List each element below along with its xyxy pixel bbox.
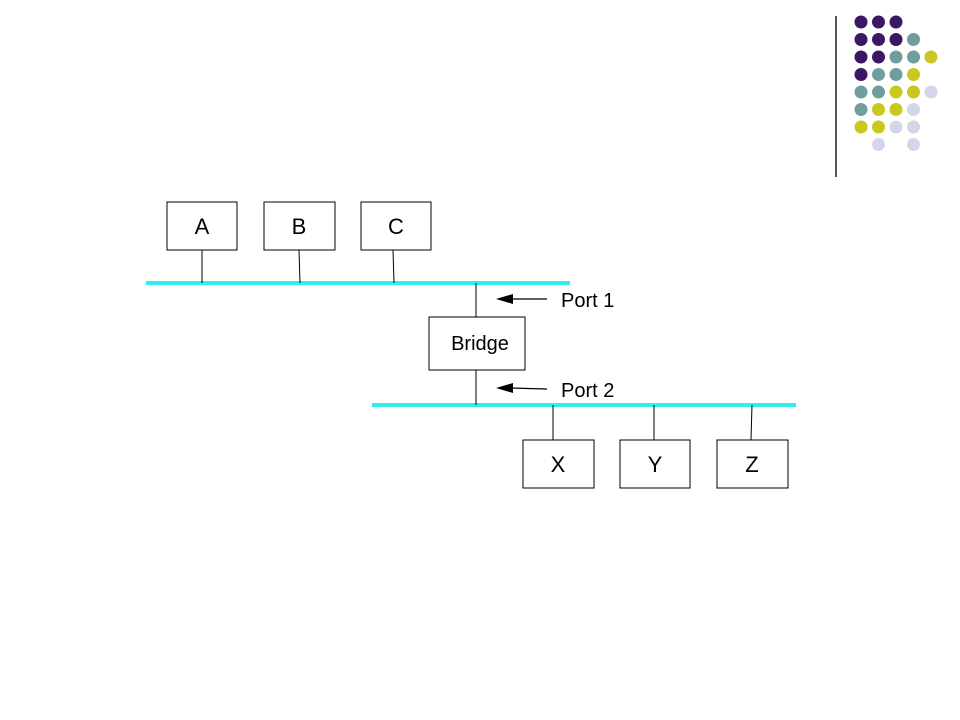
decorative-vertical-rule: [835, 16, 837, 177]
host-b: B: [263, 201, 336, 284]
decorative-dot: [872, 103, 885, 116]
port-2-label: Port 2: [561, 380, 614, 402]
host-y-label: Y: [648, 452, 663, 477]
port-1-callout: Port 1: [496, 290, 614, 312]
decorative-dot: [854, 68, 868, 81]
decorative-dot: [889, 68, 903, 81]
decorative-dot: [872, 138, 885, 151]
decorative-dot: [854, 33, 868, 46]
host-z: Z: [716, 404, 789, 489]
host-c: C: [360, 201, 432, 284]
decorative-dot: [924, 50, 938, 64]
port-1-label: Port 1: [561, 290, 614, 312]
decorative-dot: [889, 33, 903, 46]
decorative-dot: [907, 50, 920, 64]
port-2-callout: Port 2: [496, 380, 614, 402]
decorative-dot: [854, 15, 868, 29]
decorative-dot: [854, 103, 868, 116]
host-c-label: C: [388, 214, 404, 239]
bridge: Bridge: [428, 283, 526, 405]
host-a-label: A: [195, 214, 210, 239]
decorative-dot: [872, 85, 885, 99]
decorative-dot: [907, 103, 920, 116]
decorative-dot: [907, 85, 920, 99]
decorative-dot: [872, 15, 885, 29]
port-2-arrowhead: [496, 383, 513, 393]
host-z-label: Z: [745, 452, 758, 477]
bridge-label: Bridge: [451, 333, 509, 355]
decorative-dot: [907, 68, 920, 81]
decorative-dot: [889, 103, 903, 116]
decorative-dot: [889, 15, 903, 29]
decorative-dot: [907, 138, 920, 151]
decorative-dot: [872, 33, 885, 46]
host-x-label: X: [551, 452, 566, 477]
decorative-dot: [889, 120, 903, 134]
decorative-dot: [872, 68, 885, 81]
host-y: Y: [619, 405, 691, 489]
decorative-dot: [907, 120, 920, 134]
decorative-dot: [854, 120, 868, 134]
decorative-dot: [872, 50, 885, 64]
host-x: X: [522, 405, 595, 489]
decorative-dot: [889, 50, 903, 64]
decorative-dot: [854, 85, 868, 99]
decorative-dot: [854, 50, 868, 64]
host-b-label: B: [292, 214, 307, 239]
decorative-dot: [924, 85, 938, 99]
host-a: A: [166, 201, 238, 283]
decorative-dot: [872, 120, 885, 134]
decorative-dot: [889, 85, 903, 99]
port-1-arrowhead: [496, 294, 513, 304]
decorative-dot: [907, 33, 920, 46]
